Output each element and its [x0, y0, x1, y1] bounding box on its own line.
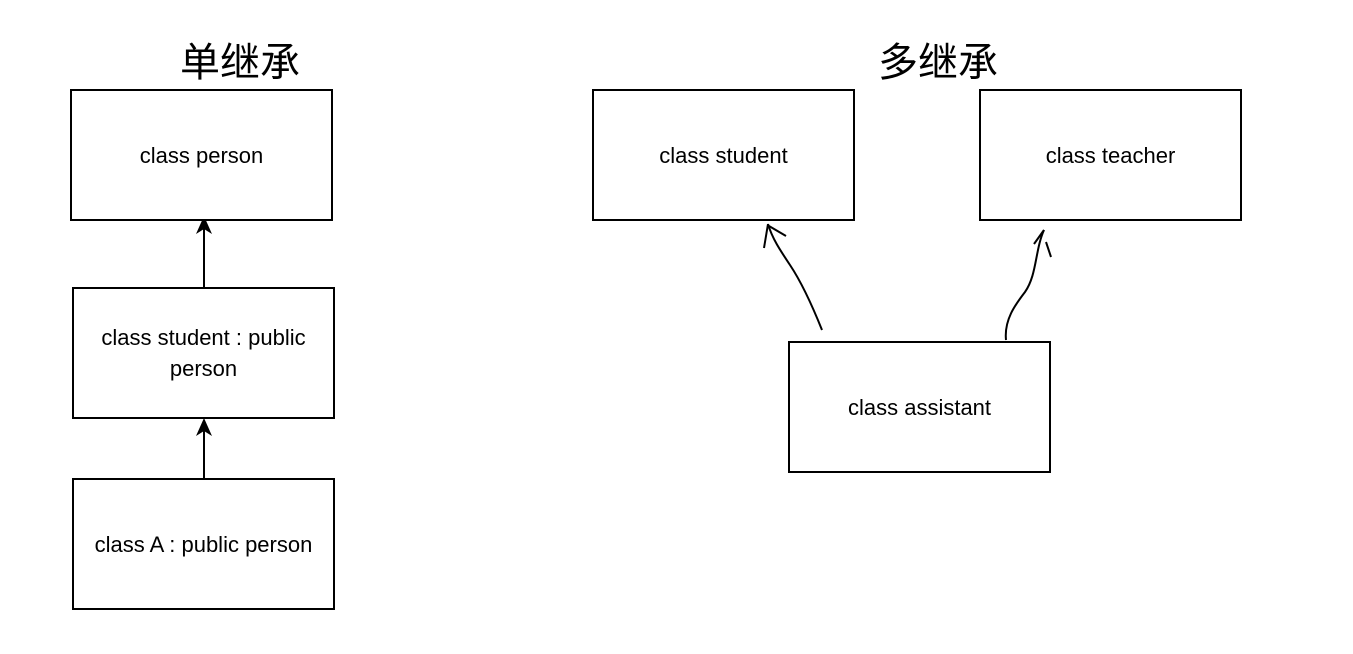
arrowhead-person [196, 216, 212, 234]
class-student-box: class student : public person [72, 287, 335, 419]
arrow-assistant-to-student [767, 223, 823, 331]
class-teacher-box: class teacher [979, 89, 1242, 221]
arrowhead-student [763, 223, 787, 249]
class-assistant-box: class assistant [788, 341, 1051, 473]
class-person-box: class person [70, 89, 333, 221]
multiple-inheritance-title: 多继承 [878, 40, 998, 86]
class-a-box: class A : public person [72, 478, 335, 610]
arrowhead-teacher [1033, 229, 1052, 258]
arrow-assistant-to-teacher [1004, 229, 1045, 341]
arrowhead-student-single [196, 418, 212, 436]
single-inheritance-title: 单继承 [180, 40, 300, 86]
class-student-multi-box: class student [592, 89, 855, 221]
